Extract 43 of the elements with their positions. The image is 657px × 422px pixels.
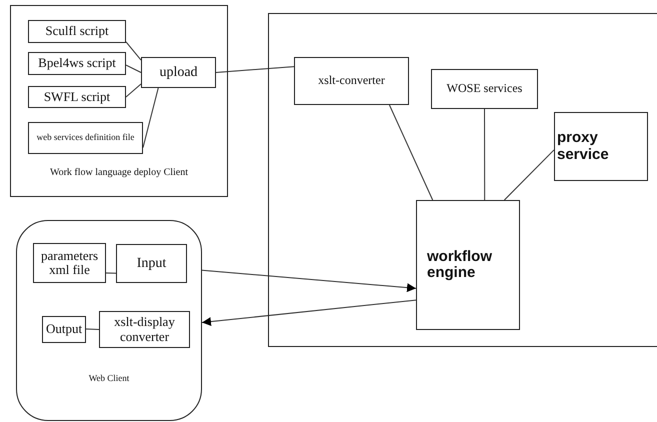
box-label: Input [136,256,166,272]
box-label: Bpel4ws script [38,56,116,71]
process-box [99,311,190,348]
process-box [416,200,520,330]
connector-line [504,149,554,200]
client-panel [16,220,202,421]
process-box [294,57,409,105]
box-label: xslt-converter [318,74,385,88]
connector-line [142,88,159,148]
connector-line [86,328,100,330]
client-panel [10,5,228,197]
box-label: workflow engine [427,248,494,282]
process-box [42,316,86,343]
arrow [202,300,416,326]
process-box [28,52,126,75]
box-label: web services definition file [36,133,134,143]
connector-line [484,108,486,200]
connector-line [126,83,142,98]
connector-line [388,104,434,200]
box-label: WOSE services [446,82,522,96]
box-label: Output [46,322,82,337]
box-label: SWFL script [44,90,110,104]
process-box [431,69,538,109]
process-box [554,112,648,181]
process-box [33,243,106,283]
connector-line [216,66,294,73]
process-box [28,86,126,108]
box-label: xslt-display converter [113,315,176,344]
connector-line [126,64,142,73]
box-label: upload [159,64,198,80]
connector-line [106,272,116,274]
box-label: proxy service [557,130,610,163]
process-box [116,244,187,283]
process-box [141,57,216,88]
arrow [202,270,416,292]
connector-line [126,41,142,61]
process-box [28,122,143,154]
box-label: parameters xml file [40,248,100,278]
box-label: Sculfl script [45,24,109,39]
server-panel [268,13,657,347]
panel-label: Work flow language deploy Client [50,167,188,178]
panel-label: Web Client [88,374,130,384]
process-box [28,20,126,43]
